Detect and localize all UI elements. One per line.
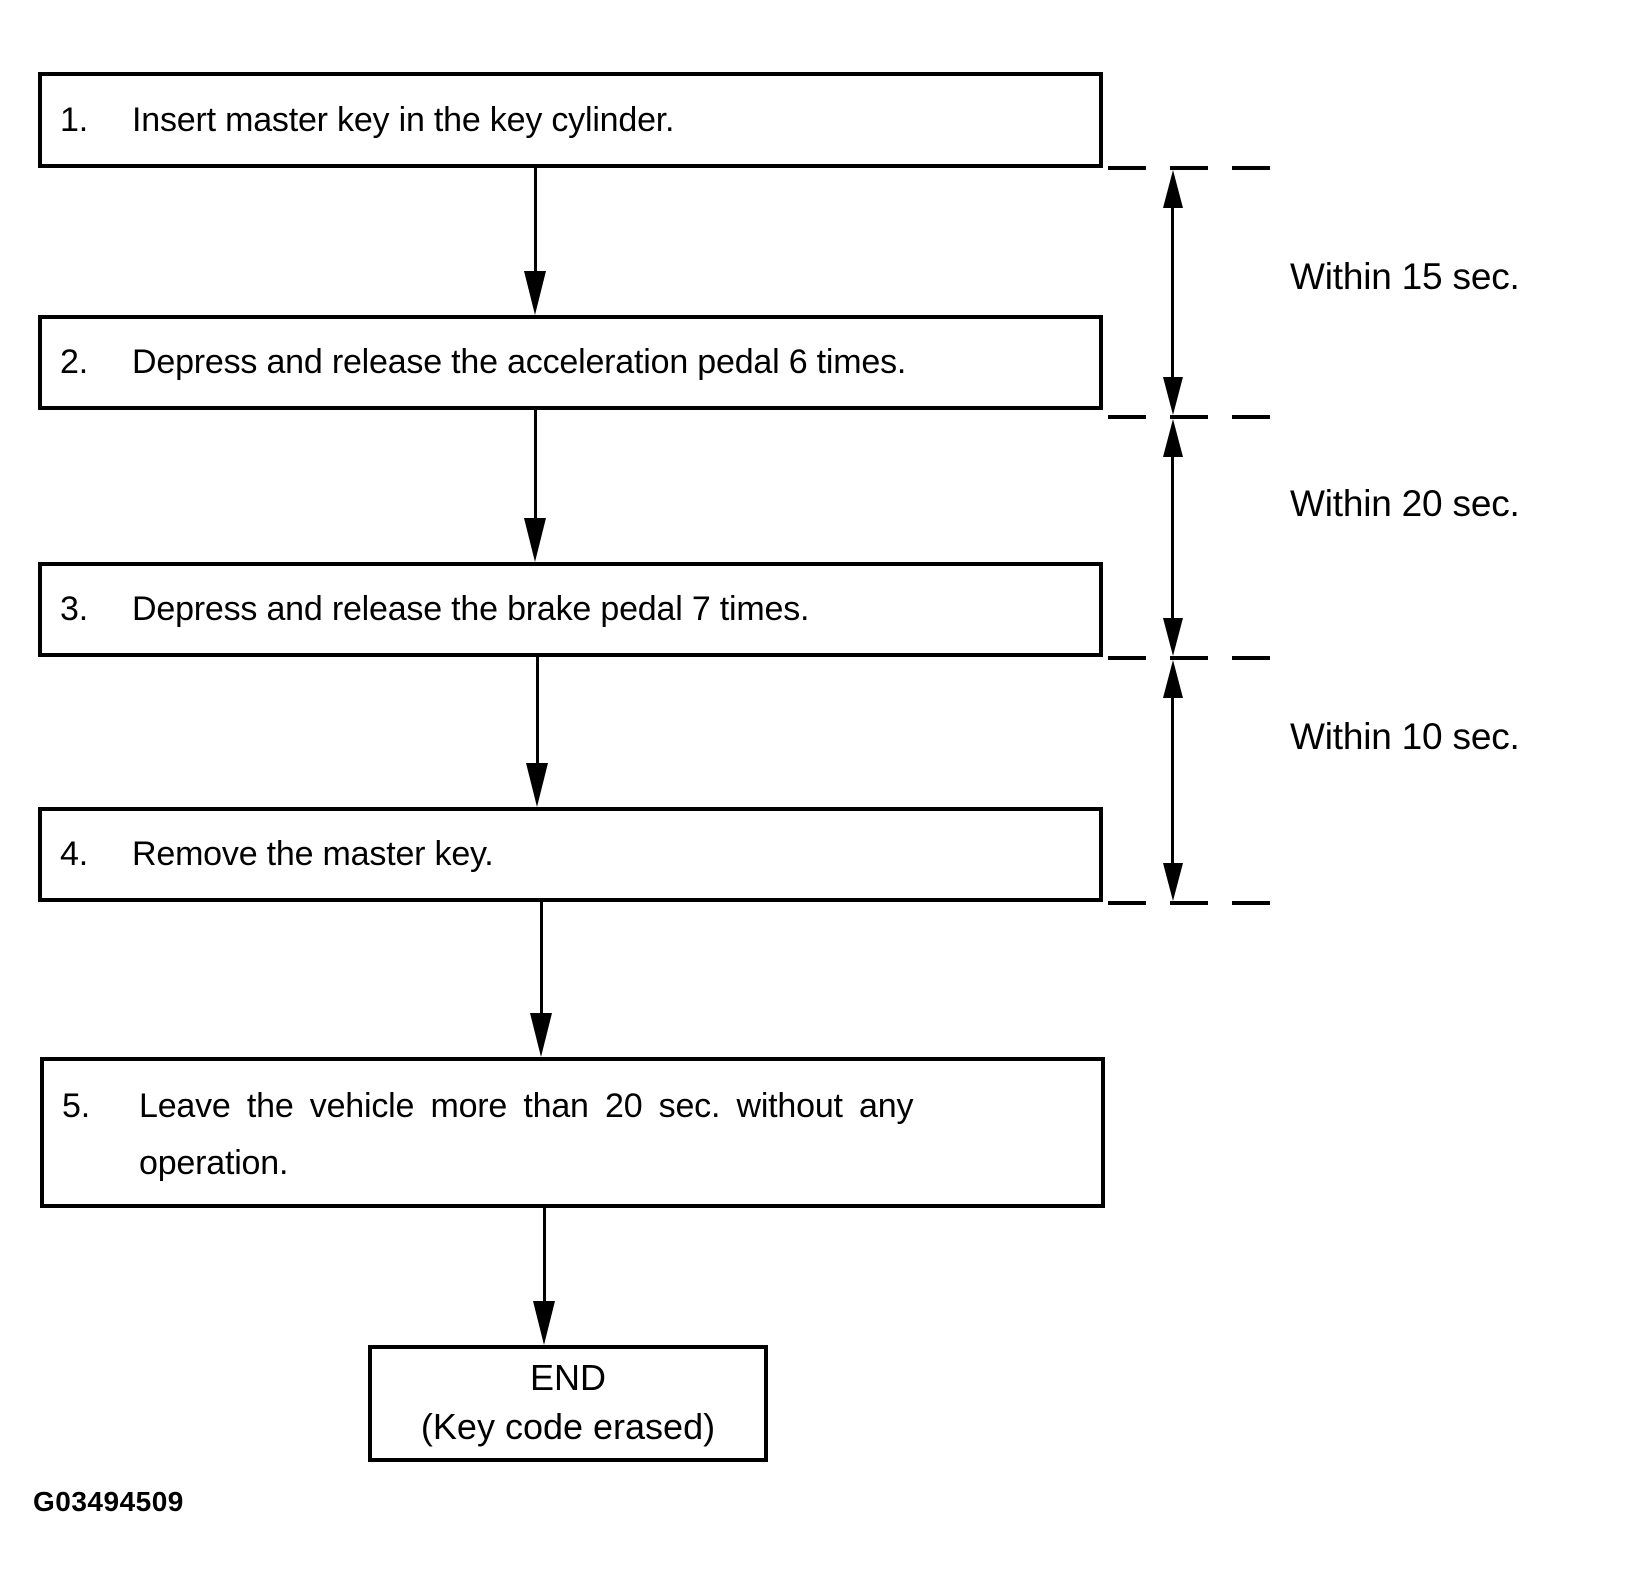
down-arrow-icon bbox=[524, 518, 546, 562]
end-subtitle: (Key code erased) bbox=[420, 1406, 716, 1447]
step-1-number: 1. bbox=[60, 100, 88, 139]
timing-arrow-3 bbox=[1171, 690, 1174, 871]
down-arrow-icon bbox=[533, 1301, 555, 1345]
down-arrow-icon bbox=[1163, 377, 1183, 415]
step-3-number: 3. bbox=[60, 590, 88, 628]
connector-line-1 bbox=[534, 168, 537, 273]
dashed-line-3 bbox=[1108, 656, 1283, 660]
step-5-number: 5. bbox=[62, 1087, 90, 1125]
down-arrow-icon bbox=[524, 271, 546, 315]
connector-line-4 bbox=[540, 902, 543, 1015]
step-2-number: 2. bbox=[60, 343, 88, 381]
connector-line-2 bbox=[534, 410, 537, 520]
step-4-number: 4. bbox=[60, 835, 88, 873]
connector-line-3 bbox=[536, 657, 539, 765]
down-arrow-icon bbox=[1163, 618, 1183, 656]
step-5-text: Leave the vehicle more than 20 sec. with… bbox=[139, 1087, 914, 1125]
up-arrow-icon bbox=[1163, 170, 1183, 208]
dashed-line-4 bbox=[1108, 901, 1283, 905]
dashed-line-1 bbox=[1108, 166, 1283, 170]
up-arrow-icon bbox=[1163, 419, 1183, 457]
timing-label-10-sec: Within 10 sec. bbox=[1290, 716, 1520, 757]
step-4-box: 4. Remove the master key. bbox=[38, 807, 1103, 902]
step-5-box: 5. Leave the vehicle more than 20 sec. w… bbox=[40, 1057, 1105, 1208]
timing-label-15-sec: Within 15 sec. bbox=[1290, 256, 1520, 297]
timing-arrow-1 bbox=[1171, 200, 1174, 385]
step-2-box: 2. Depress and release the acceleration … bbox=[38, 315, 1103, 410]
step-1-box: 1. Insert master key in the key cylinder… bbox=[38, 72, 1103, 168]
step-3-box: 3. Depress and release the brake pedal 7… bbox=[38, 562, 1103, 657]
step-1-text: Insert master key in the key cylinder. bbox=[132, 100, 675, 139]
step-4-text: Remove the master key. bbox=[132, 835, 494, 873]
end-box: END (Key code erased) bbox=[368, 1345, 768, 1462]
up-arrow-icon bbox=[1163, 660, 1183, 698]
end-title: END bbox=[529, 1357, 606, 1398]
down-arrow-icon bbox=[526, 763, 548, 807]
connector-line-5 bbox=[543, 1208, 546, 1304]
figure-code: G03494509 bbox=[33, 1486, 184, 1517]
timing-arrow-2 bbox=[1171, 449, 1174, 626]
timing-label-20-sec: Within 20 sec. bbox=[1290, 483, 1520, 524]
down-arrow-icon bbox=[530, 1013, 552, 1057]
step-5-text-continued: operation. bbox=[139, 1144, 289, 1182]
down-arrow-icon bbox=[1163, 863, 1183, 901]
dashed-line-2 bbox=[1108, 415, 1283, 419]
step-3-text: Depress and release the brake pedal 7 ti… bbox=[132, 590, 810, 628]
step-2-text: Depress and release the acceleration ped… bbox=[132, 343, 907, 381]
